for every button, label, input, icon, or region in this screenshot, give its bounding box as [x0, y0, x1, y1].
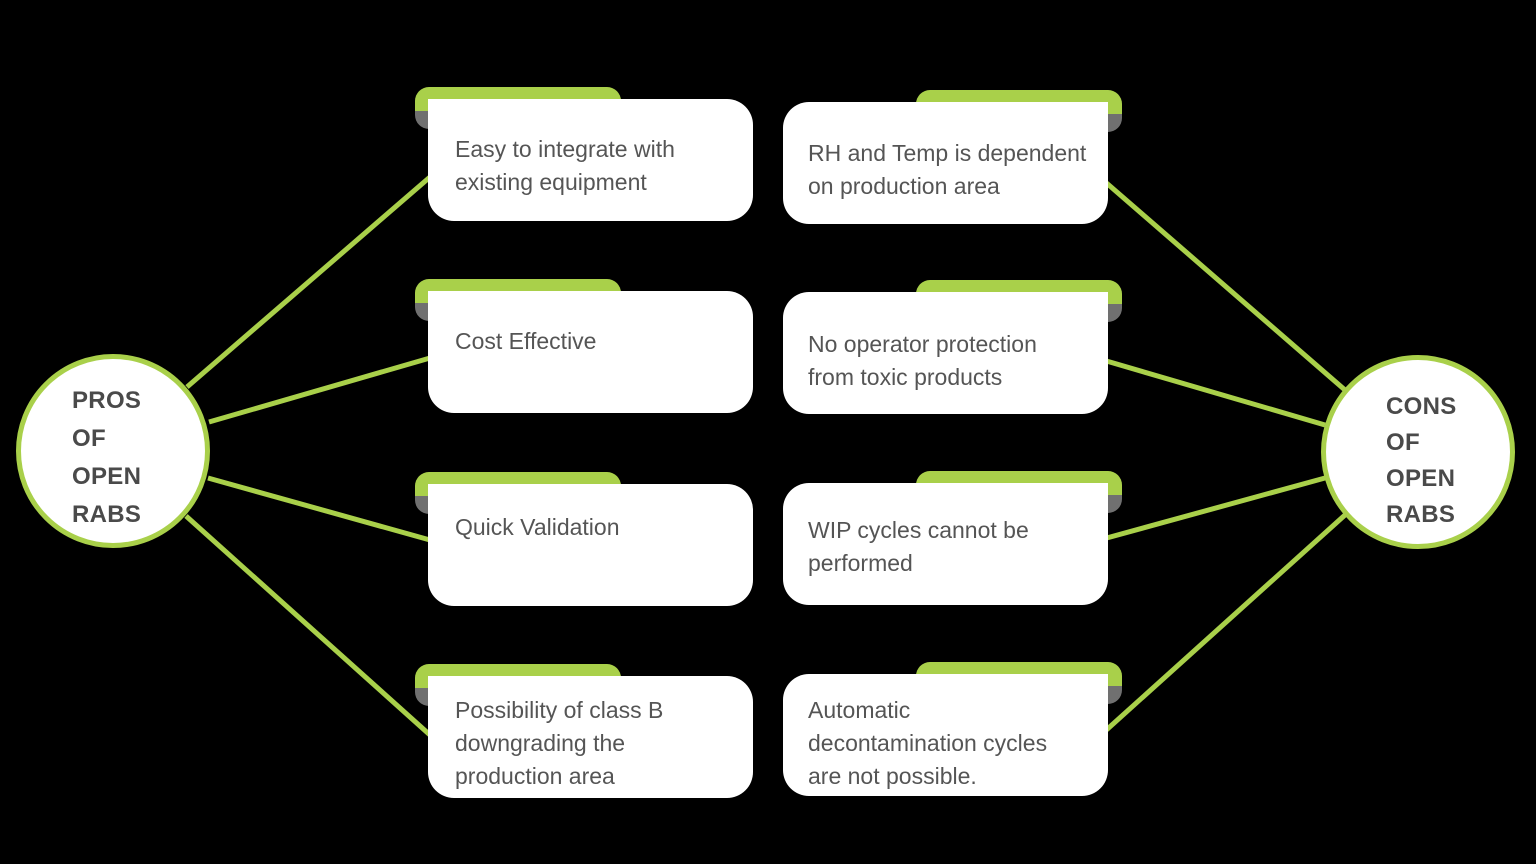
- card-body: [428, 291, 753, 413]
- card-body: [428, 99, 753, 221]
- connector-cons-1: [1101, 178, 1347, 392]
- hub-label-line: RABS: [72, 501, 142, 528]
- hub-label-line: RABS: [1386, 501, 1456, 528]
- hub-label-line: PROS: [72, 387, 142, 414]
- hub-label-line: OF: [1386, 429, 1420, 456]
- pros-card-1: Easy to integrate with existing equipmen…: [415, 87, 754, 222]
- card-body: [428, 484, 753, 606]
- cons-card-4: Automatic decontamination cycles are not…: [783, 662, 1122, 797]
- cons-hub-label: CONS OF OPEN RABS: [1386, 389, 1457, 533]
- card-fold: [1108, 495, 1122, 513]
- card-fold: [415, 496, 429, 514]
- pros-card-4: Possibility of class B downgrading the p…: [415, 664, 754, 799]
- pros-hub-circle: PROS OF OPEN RABS: [16, 354, 210, 548]
- card-text: Automatic decontamination cycles are not…: [808, 697, 1048, 789]
- connector-pros-1: [185, 175, 432, 389]
- card-body: [783, 674, 1108, 796]
- hub-label-line: CONS: [1386, 393, 1457, 420]
- card-fold: [415, 688, 429, 706]
- hub-label-line: OF: [72, 425, 106, 452]
- connector-cons-3: [1102, 475, 1326, 542]
- card-body: [783, 102, 1108, 224]
- cons-card-3: WIP cycles cannot be performed: [783, 471, 1122, 606]
- card-text: WIP cycles cannot be performed: [808, 517, 1029, 576]
- card-text: No operator protection from toxic produc…: [808, 331, 1037, 390]
- connector-cons-2: [1102, 357, 1326, 428]
- pros-card-2: Cost Effective: [415, 279, 754, 414]
- card-fold: [1108, 686, 1122, 704]
- card-text: Cost Effective: [455, 328, 597, 354]
- connector-cons-4: [1101, 513, 1347, 735]
- connector-pros-3: [207, 475, 431, 543]
- hub-label-line: OPEN: [72, 463, 142, 490]
- cons-hub-circle: CONS OF OPEN RABS: [1321, 355, 1515, 549]
- card-text: Possibility of class B downgrading the p…: [455, 697, 664, 789]
- cons-card-2: No operator protection from toxic produc…: [783, 280, 1122, 415]
- card-text: Quick Validation: [455, 514, 620, 540]
- card-text: RH and Temp is dependent on production a…: [808, 140, 1087, 199]
- connector-pros-4: [184, 514, 432, 737]
- card-text: Easy to integrate with existing equipmen…: [455, 136, 675, 195]
- card-fold: [1108, 304, 1122, 322]
- hub-label-line: OPEN: [1386, 465, 1456, 492]
- pros-hub-label: PROS OF OPEN RABS: [72, 382, 141, 534]
- cons-card-1: RH and Temp is dependent on production a…: [783, 90, 1122, 225]
- card-fold: [415, 303, 429, 321]
- card-body: [783, 292, 1108, 414]
- card-body: [783, 483, 1108, 605]
- card-fold: [415, 111, 429, 129]
- pros-card-3: Quick Validation: [415, 472, 754, 607]
- card-fold: [1108, 114, 1122, 132]
- connector-pros-2: [208, 355, 431, 425]
- card-body: [428, 676, 753, 798]
